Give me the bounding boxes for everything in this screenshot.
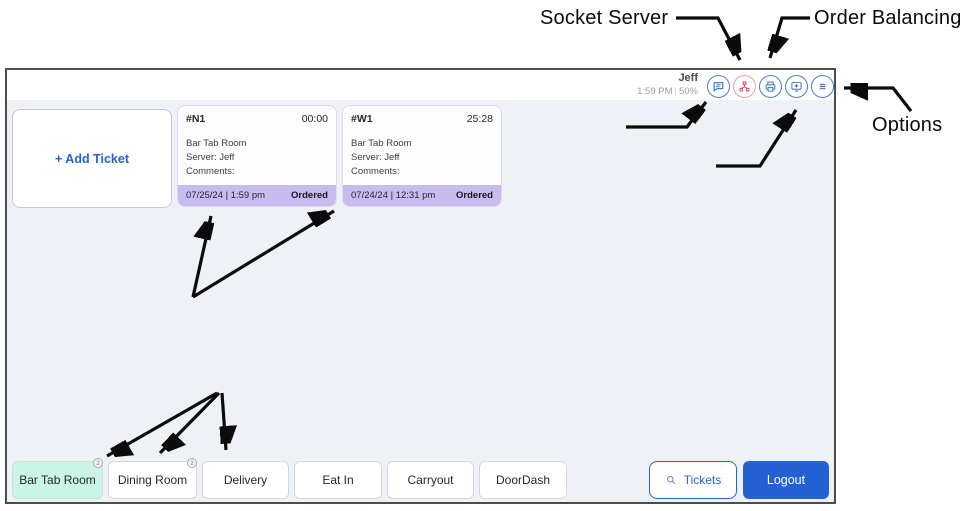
room-button-doordash[interactable]: DoorDash [479, 461, 567, 499]
ticket-room: Bar Tab Room [186, 138, 247, 149]
options-icon [819, 83, 826, 90]
printer-queue-icon [765, 81, 776, 92]
ticket-timer: 00:00 [301, 113, 328, 125]
add-ticket-button[interactable]: + Add Ticket [12, 109, 172, 208]
room-ticket-count-badge: 2 [93, 458, 103, 468]
ticket-status-badge: Ordered [291, 190, 328, 201]
room-button-eat-in[interactable]: Eat In [294, 461, 382, 499]
ticket-id: #N1 [186, 113, 206, 125]
ticket-date: 07/24/24 | 12:31 pm [351, 190, 436, 201]
messages-button[interactable] [707, 75, 730, 98]
tickets-button-label: Tickets [683, 473, 722, 487]
room-button-dining[interactable]: Dining Room 2 [108, 458, 197, 499]
user-name: Jeff [678, 72, 698, 84]
ticket-header: #W1 25:28 [343, 106, 501, 125]
room-label: DoorDash [495, 473, 551, 487]
ticket-header: #N1 00:00 [178, 106, 336, 125]
search-icon [666, 476, 675, 485]
ticket-footer: 07/24/24 | 12:31 pm Ordered [343, 185, 501, 206]
ticket-status-badge: Ordered [456, 190, 493, 201]
room-button-carryout[interactable]: Carryout [387, 461, 474, 499]
annotation-options: Options [872, 114, 943, 136]
room-label: Bar Tab Room [19, 473, 96, 487]
messages-icon [713, 82, 724, 92]
room-label: Delivery [223, 473, 268, 487]
pos-app-window: Jeff 1:59 PM|50% + Add Ticket #N [5, 68, 836, 504]
printer-queue-button[interactable] [759, 75, 782, 98]
tickets-search-button[interactable]: Tickets [649, 461, 737, 499]
logout-button[interactable]: Logout [743, 461, 829, 499]
room-ticket-count-badge: 2 [187, 458, 197, 468]
ticket-timer: 25:28 [466, 113, 493, 125]
open-ticket-card[interactable]: #W1 25:28 Bar Tab Room Server: Jeff Comm… [342, 105, 502, 207]
time-battery: 1:59 PM|50% [637, 85, 698, 98]
room-label: Dining Room [117, 473, 188, 487]
header-icon-row [707, 75, 834, 98]
ticket-footer: 07/25/24 | 1:59 pm Ordered [178, 185, 336, 206]
ticket-id: #W1 [351, 113, 373, 125]
room-label: Eat In [322, 473, 354, 487]
options-button[interactable] [811, 75, 834, 98]
order-balancing-icon [791, 81, 802, 92]
order-balancing-button[interactable] [785, 75, 808, 98]
clock: 1:59 PM [637, 86, 673, 97]
ticket-details: Bar Tab Room Server: Jeff Comments: [178, 125, 336, 185]
user-info: Jeff 1:59 PM|50% [637, 72, 698, 98]
socket-server-button[interactable] [733, 75, 756, 98]
battery-level: 50% [678, 86, 698, 97]
socket-server-icon [739, 81, 750, 92]
ticket-room: Bar Tab Room [351, 138, 412, 149]
ticket-comments: Comments: [186, 166, 235, 177]
room-button-delivery[interactable]: Delivery [202, 461, 289, 499]
room-button-bar-tab[interactable]: Bar Tab Room 2 [12, 458, 103, 499]
ticket-comments: Comments: [351, 166, 400, 177]
divider: | [674, 86, 677, 97]
ticket-server: Server: Jeff [186, 152, 235, 163]
annotation-order-balancing: Order Balancing [814, 7, 960, 29]
room-label: Carryout [407, 473, 454, 487]
annotation-socket-server: Socket Server [540, 7, 669, 29]
open-ticket-card[interactable]: #N1 00:00 Bar Tab Room Server: Jeff Comm… [177, 105, 337, 207]
ticket-details: Bar Tab Room Server: Jeff Comments: [343, 125, 501, 185]
top-bar [7, 70, 834, 100]
ticket-date: 07/25/24 | 1:59 pm [186, 190, 266, 201]
ticket-server: Server: Jeff [351, 152, 400, 163]
